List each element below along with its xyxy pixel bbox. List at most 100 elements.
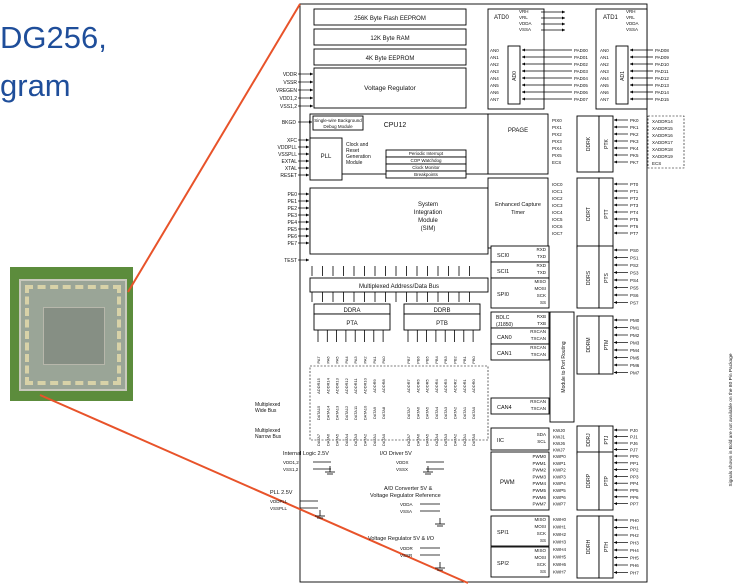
pth-pin: PH1 [630, 526, 639, 531]
pa-pin: PA7 [316, 356, 321, 364]
memory-label: 4K Byte EEPROM [366, 56, 415, 62]
arrow-head [306, 241, 309, 245]
pll-block [309, 137, 343, 181]
arrow-head [614, 435, 617, 438]
pll-label: PLL [321, 154, 332, 160]
arrow-head [522, 48, 525, 52]
data-b: DATA6 [415, 406, 420, 419]
pb-pin: PB7 [406, 355, 411, 363]
arrow-head [562, 16, 565, 20]
atd1-ref: VSSA [626, 27, 638, 32]
pth-kwh: KWH3 [553, 540, 566, 545]
data-narrow-b: DATA0 [471, 433, 476, 446]
pts-pt-label: PTS [604, 272, 610, 282]
arrow-head [614, 341, 617, 344]
data-b: DATA1 [462, 406, 467, 419]
multiplexed-bus-box [309, 365, 489, 441]
data-narrow-a: DATA7 [316, 433, 321, 446]
bkgd-label: Single-wire Background [314, 118, 362, 123]
ptp-pin: PP5 [630, 488, 639, 493]
ptk-pix: PIX5 [552, 153, 562, 158]
atd0-port-label: AD0 [512, 71, 518, 81]
callout-line-bottom [39, 394, 469, 584]
ptj-ddr-label: DDRJ [586, 433, 592, 447]
pte-pin: PE7 [288, 241, 298, 247]
pb-pin: PB4 [434, 355, 439, 363]
arrow-head [614, 488, 617, 492]
pth-pin: PH6 [630, 563, 639, 568]
can1-sig: RXCAN [530, 345, 546, 350]
power-logic-pin: VSS1,2 [283, 467, 299, 472]
arrow-head [522, 76, 525, 80]
ptb-block [403, 313, 481, 331]
spi1-sig: MOSI [534, 524, 546, 529]
sci1-sig: TXD [537, 270, 547, 275]
ptk-pin: PK0 [630, 118, 639, 123]
arrow-head [522, 69, 525, 73]
ptk-pin: PK3 [630, 139, 639, 144]
arrow-head [306, 166, 309, 170]
arrow-head [614, 481, 617, 485]
clock-item [385, 170, 467, 179]
sim-label: Module [418, 218, 438, 224]
ptk-pix: PIX3 [552, 139, 562, 144]
ptj-kwj: KWJ7 [553, 448, 565, 453]
atd1-ref: VRH [626, 9, 636, 14]
ect-ioc: IOC3 [552, 203, 563, 208]
arrow-head [614, 224, 617, 228]
atd0-pad: PAD05 [574, 83, 588, 88]
ptk-pin: PK1 [630, 125, 639, 130]
ptm-pin: PM4 [630, 348, 640, 353]
arrow-head [614, 363, 617, 367]
addr-a: ADDR9 [372, 378, 377, 392]
power-io-pin: VSSX [396, 467, 408, 472]
data-b: DATA7 [406, 406, 411, 419]
memory-block [313, 48, 467, 66]
atd0-port [507, 45, 521, 105]
spi2-name: SPI2 [497, 561, 509, 567]
can4-sig: RXCAN [530, 399, 546, 404]
arrow-head [614, 556, 617, 559]
can4-block [490, 397, 550, 415]
ptk-xaddr: ECS [652, 161, 661, 166]
atd0-an: AN6 [490, 90, 499, 95]
spi2-sig: MOSI [534, 555, 546, 560]
data-narrow-a: DATA2 [363, 433, 368, 446]
arrow-head [614, 278, 617, 282]
ppage-block [487, 113, 549, 175]
atd1-pad: PAD10 [655, 62, 669, 67]
atd0-an: AN5 [490, 83, 499, 88]
clock-label: Module [346, 160, 363, 166]
arrow-head [614, 502, 617, 506]
power-atd-title: Voltage Regulator Reference [370, 493, 441, 499]
ptp-pin: PP7 [630, 502, 639, 507]
arrow-head [522, 83, 525, 87]
pll-pin: RESET [280, 173, 297, 179]
power-io-title: I/O Driver 5V [380, 451, 412, 457]
memory-label: 256K Byte Flash EEPROM [354, 16, 426, 22]
ect-label: Enhanced Capture [495, 202, 541, 208]
ptk-xaddr: XADDR16 [652, 133, 673, 138]
power-logic-pin: VDD1,2 [283, 460, 299, 465]
slide-title-line-1: DG256, [0, 20, 107, 55]
arrow-head [630, 97, 633, 101]
pa-pin: PA4 [344, 356, 349, 364]
atd1-an: AN7 [600, 97, 609, 102]
data-a: DATA12 [344, 405, 349, 420]
pll-pin: VDDPLL [278, 145, 298, 151]
power-atd-pin: VDDA [400, 502, 413, 507]
atd0-name: ATD0 [494, 15, 510, 21]
arrow-head [562, 22, 565, 26]
pwm-sig: PWM6 [533, 495, 547, 500]
atd0-ref: VRH [519, 9, 529, 14]
bkgd-label: Debug Module [323, 124, 353, 129]
pts-ddr-label: DDRS [586, 270, 592, 285]
data-narrow-b: DATA3 [443, 433, 448, 446]
pwm-sig: PWM7 [533, 502, 547, 507]
arrow-head [614, 271, 617, 274]
callout-line-top [127, 3, 301, 293]
pwm-name: PWM [500, 480, 515, 486]
iic-block [490, 427, 550, 451]
addr-a: ADDR10 [363, 377, 368, 394]
spi1-block [490, 515, 550, 547]
